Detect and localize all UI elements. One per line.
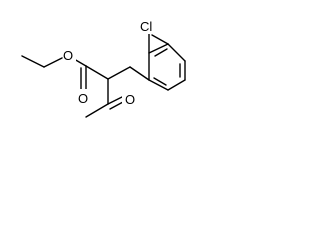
ring-bond — [167, 43, 186, 62]
ketone-carbonyl-bond — [107, 96, 123, 105]
ester-oxygen-bg — [60, 47, 76, 63]
ethyl-bond — [21, 55, 45, 68]
alpha-ester-bond — [85, 65, 109, 80]
chlorine-label-bg — [139, 18, 161, 34]
ring-bond — [148, 43, 169, 54]
benzyl-bond — [107, 66, 131, 80]
ring-bond — [151, 34, 169, 45]
ester-carbonyl-oxygen-bg — [76, 89, 90, 105]
ring-bond — [148, 79, 169, 91]
ethoxy-bond — [43, 57, 63, 68]
ester-carbonyl-oxygen-label: O — [78, 91, 88, 106]
ring-bond — [167, 79, 186, 91]
ketone-carbonyl-bond — [109, 101, 124, 110]
ketone-oxygen-label: O — [125, 92, 135, 107]
methyl-bond — [85, 103, 109, 118]
ring-double-bond — [153, 77, 167, 86]
benzene-ring — [148, 34, 186, 91]
molecule-structure: Cl O O O — [21, 18, 186, 118]
ketone-oxygen-bg — [122, 90, 138, 106]
ring-double-bond — [154, 48, 168, 57]
chlorine-label: Cl — [140, 19, 152, 34]
ester-oxygen-label: O — [63, 48, 73, 63]
benzyl-bond — [129, 66, 150, 81]
